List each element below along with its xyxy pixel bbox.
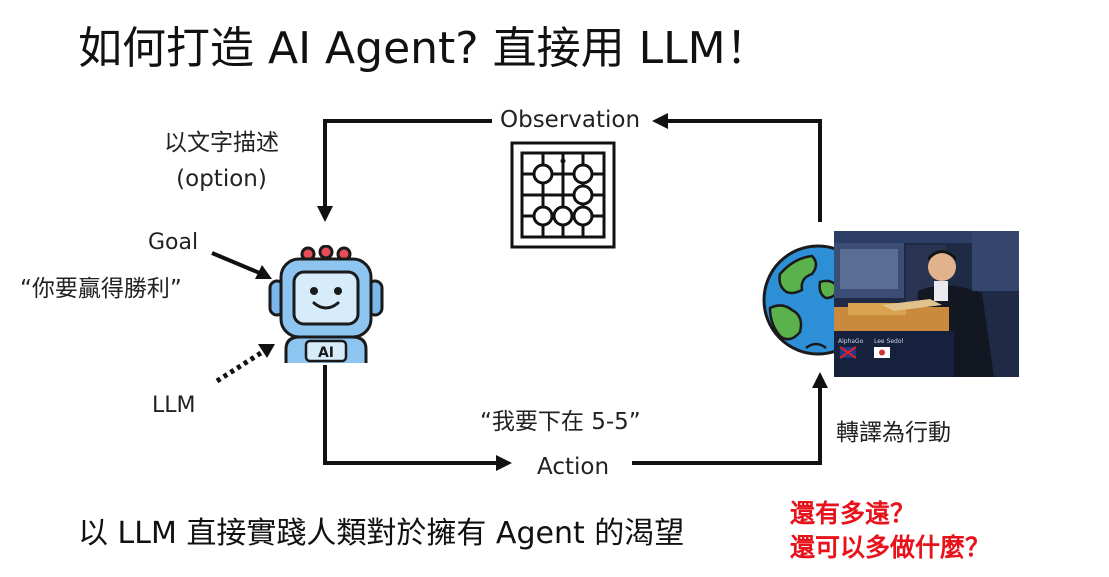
describe-line-2: (option) xyxy=(176,166,267,192)
describe-label: 以文字描述 (option) xyxy=(164,128,279,194)
arrow-agent-to-action xyxy=(323,365,500,465)
bottom-statement: 以 LLM 直接實踐人類對於擁有 Agent 的渴望 xyxy=(78,516,685,551)
observation-label: Observation xyxy=(500,107,641,133)
match-photo-illustration: AlphaGo Lee Sedol xyxy=(834,231,1019,377)
go-board-icon xyxy=(510,141,616,249)
goal-label: Goal xyxy=(148,230,199,255)
slide-title: 如何打造 AI Agent? 直接用 LLM！ xyxy=(78,23,770,74)
arrow-env-to-observation xyxy=(658,116,822,222)
question-2: 還可以多做什麼？ xyxy=(790,533,991,562)
robot-badge-text: AI xyxy=(318,345,334,361)
llm-arrow-line xyxy=(215,348,266,384)
goal-arrowhead xyxy=(255,265,272,279)
arrowhead-observation xyxy=(652,113,668,129)
photo-caption-right: Lee Sedol xyxy=(874,338,904,345)
match-photo: AlphaGo Lee Sedol xyxy=(834,231,1019,377)
move-quote: “我要下在 5-5” xyxy=(480,409,641,435)
arrow-action-to-env xyxy=(632,385,822,465)
llm-arrowhead xyxy=(258,344,275,358)
arrowhead-agent xyxy=(317,206,333,222)
question-block: 還有多遠？ 還可以多做什麼？ xyxy=(790,497,990,565)
goal-arrow-line xyxy=(211,251,263,276)
describe-line-1: 以文字描述 xyxy=(164,130,279,156)
translate-label: 轉譯為行動 xyxy=(836,420,951,446)
action-label: Action xyxy=(537,454,610,480)
robot-icon: AI xyxy=(268,245,384,363)
globe-icon xyxy=(762,244,856,356)
photo-caption-left: AlphaGo xyxy=(838,338,864,345)
arrowhead-action xyxy=(496,455,512,471)
question-1: 還有多遠？ xyxy=(790,499,916,528)
goal-quote: “你要贏得勝利” xyxy=(20,276,182,302)
arrow-observation-to-agent xyxy=(323,119,492,210)
arrowhead-env xyxy=(812,372,828,388)
llm-label: LLM xyxy=(152,393,196,418)
